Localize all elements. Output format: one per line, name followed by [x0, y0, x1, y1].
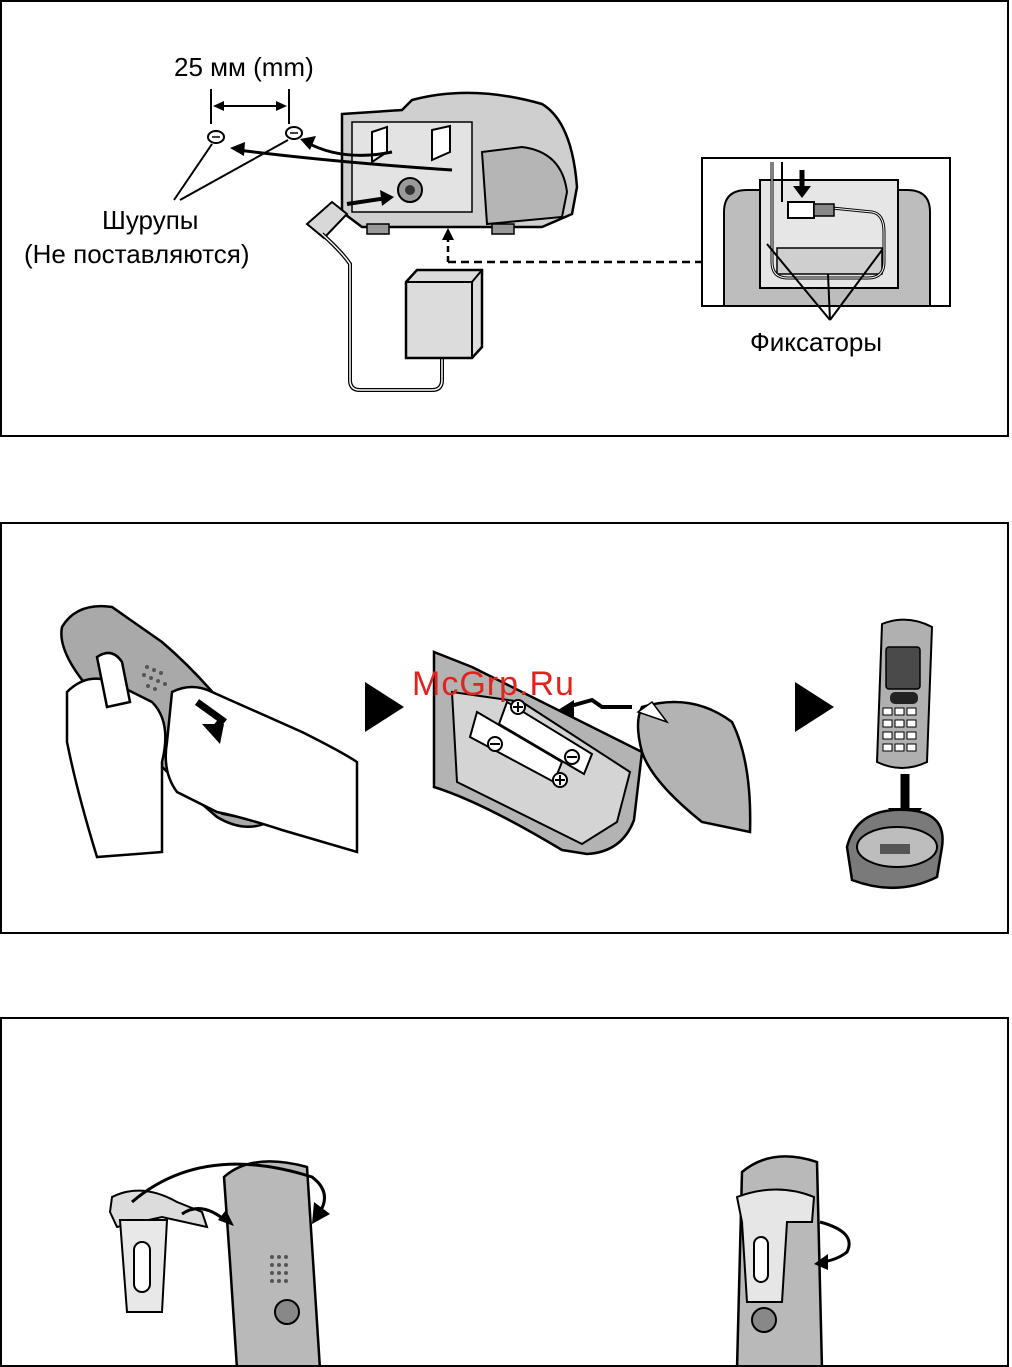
- belt-clip-panel: [0, 1017, 1009, 1367]
- remove-clip-icon: [737, 1156, 849, 1367]
- screw-left-icon: [208, 131, 224, 143]
- wall-mount-panel: 25 мм (mm) Шурупы (Не поставляются) Фикс…: [0, 0, 1009, 437]
- step-arrow-icon: [795, 682, 834, 732]
- cord-clips-inset: [702, 158, 950, 306]
- battery-install-panel: McGrp.Ru: [0, 522, 1009, 934]
- open-cover-step-icon: [61, 606, 357, 857]
- belt-clip-illustration: [2, 1019, 1009, 1367]
- ac-adaptor-icon: [307, 202, 482, 390]
- screws-label: Шурупы: [102, 205, 198, 235]
- screws-note: (Не поставляются): [24, 239, 249, 269]
- watermark: McGrp.Ru: [412, 665, 575, 704]
- battery-install-illustration: [2, 524, 1009, 934]
- charge-handset-step-icon: [847, 620, 943, 888]
- attach-clip-icon: [110, 1161, 330, 1367]
- clips-label: Фиксаторы: [750, 327, 882, 357]
- step-arrow-icon: [365, 682, 404, 732]
- dimension-label: 25 мм (mm): [174, 52, 314, 82]
- screw-right-icon: [286, 127, 302, 139]
